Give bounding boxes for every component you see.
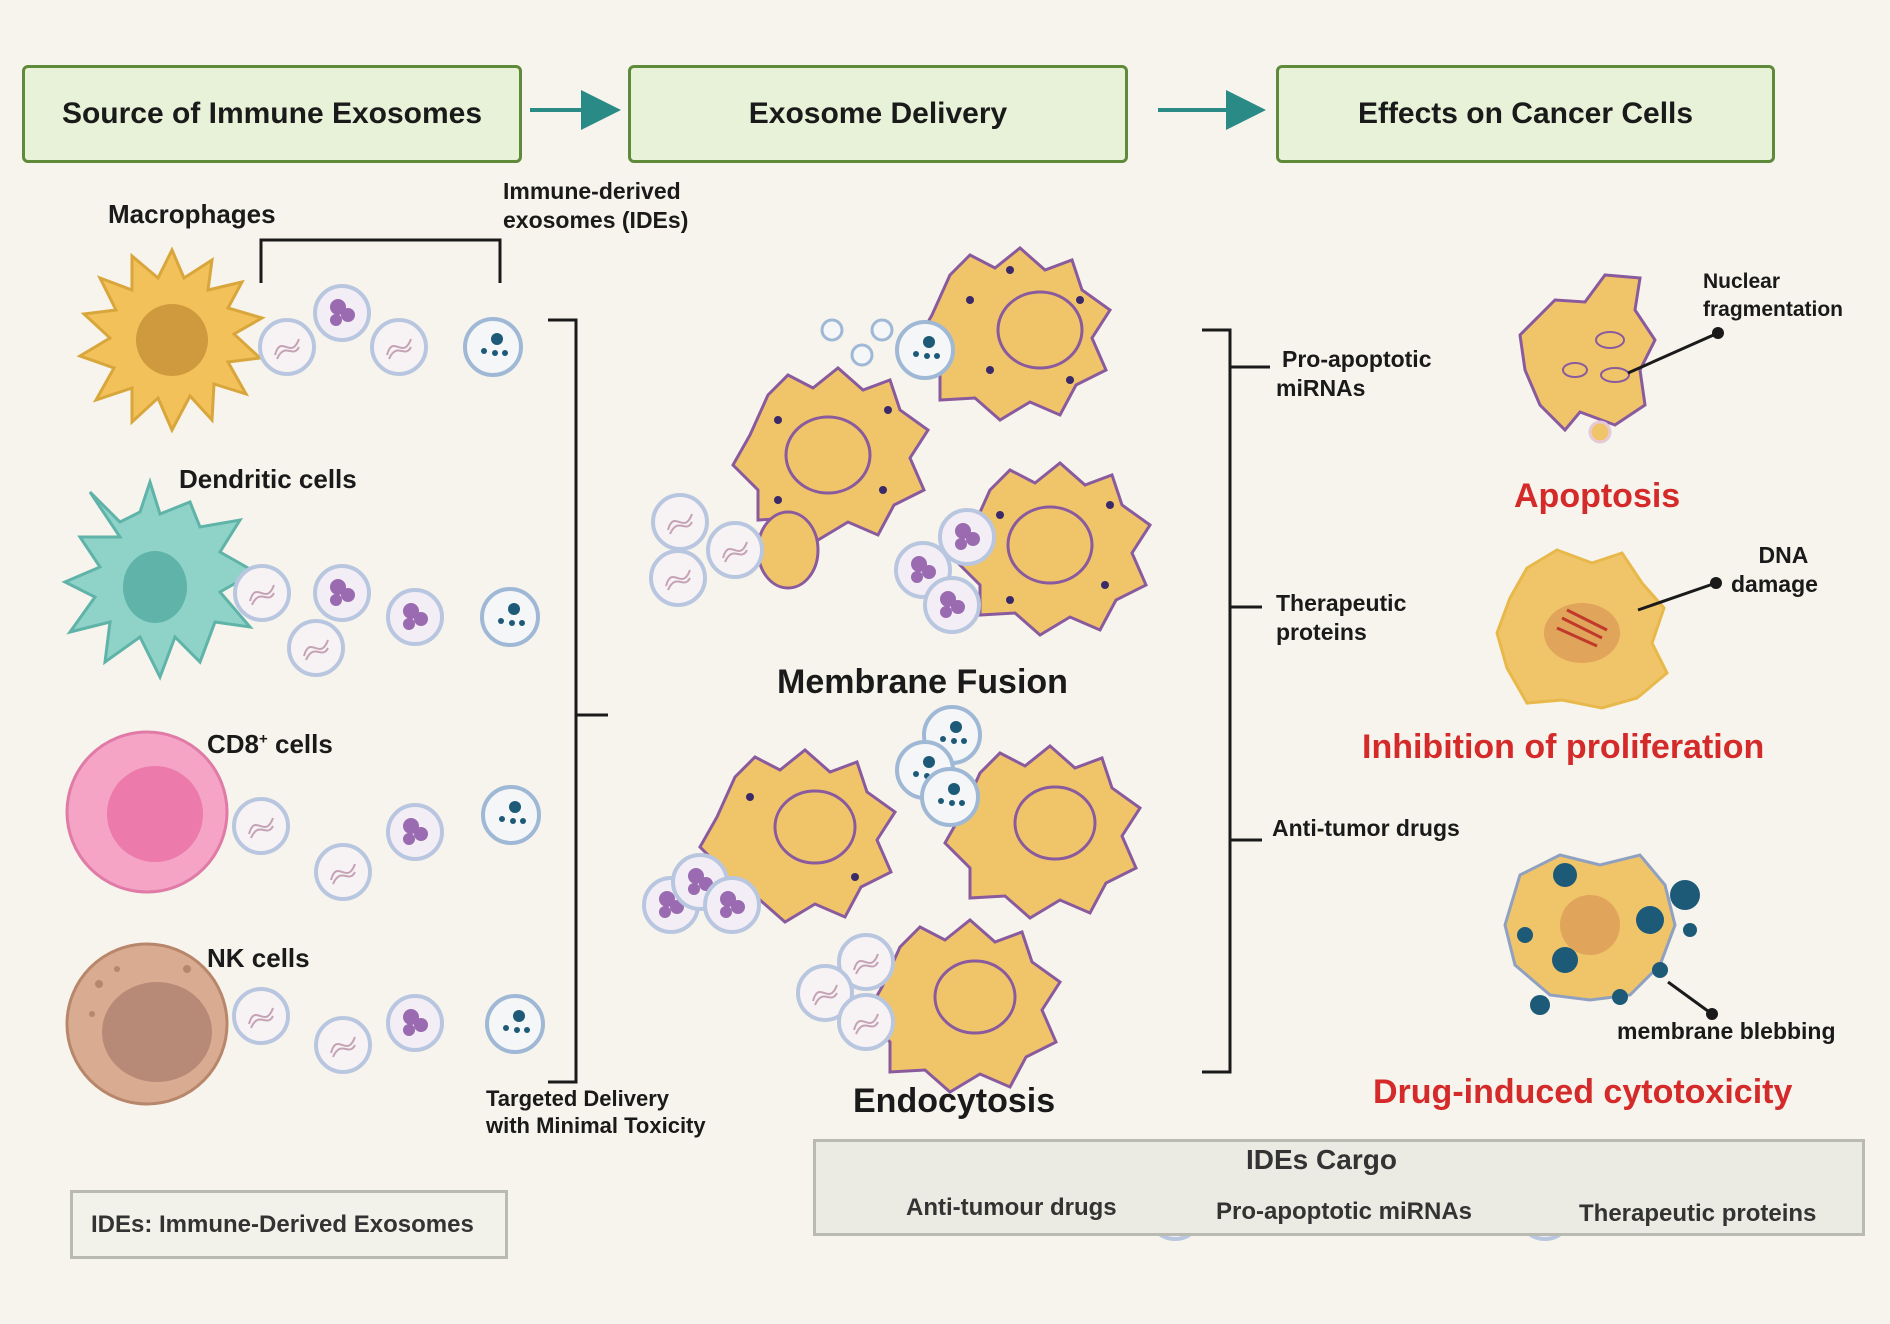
header-source: Source of Immune Exosomes [22,65,522,163]
cancer-cell-icon [943,744,1143,920]
cd8-label-rest: cells [267,729,333,759]
targeted-line2: with Minimal Toxicity [486,1113,706,1138]
cd8-label: CD8+ cells [207,729,333,760]
header-effects-label: Effects on Cancer Cells [1357,97,1694,130]
nk-cell-icon [65,942,229,1106]
cancer-cell-icon [953,461,1153,637]
cancer-cell-icon [1518,273,1657,444]
proteins-line2: proteins [1276,619,1367,645]
cytotoxicity-label: Drug-induced cytotoxicity [1373,1073,1793,1111]
legend-proteins-label: Therapeutic proteins [1579,1200,1817,1227]
cd8-label-main: CD8 [207,729,260,759]
mirna-line1: Pro-apoptotic [1282,346,1432,372]
nk-label: NK cells [207,943,310,973]
legend-mirna-label: Pro-apoptotic miRNAs [1216,1198,1473,1225]
nuclear-fragmentation-label: Nuclear fragmentation [1703,268,1843,324]
nuclear-line2: fragmentation [1703,298,1844,321]
header-source-label: Source of Immune Exosomes [61,97,483,130]
drugs-branch-label: Anti-tumor drugs [1272,815,1460,841]
cancer-cell-icon [863,918,1063,1094]
proliferation-label: Inhibition of proliferation [1362,728,1765,766]
macrophage-icon [76,246,266,434]
cancer-cell-icon [731,366,931,542]
legend-title: IDEs Cargo [1246,1144,1397,1175]
apoptosis-label: Apoptosis [1514,477,1681,515]
dendritic-cell-icon [61,477,259,681]
mirna-branch-label: Pro-apoptotic miRNAs [1276,345,1432,403]
mirna-line2: miRNAs [1276,375,1366,401]
ide-label: Immune-derived exosomes (IDEs) [503,177,688,235]
ide-label-line2: exosomes (IDEs) [503,207,689,233]
blebbing-label: membrane blebbing [1617,1018,1836,1044]
targeted-line1: Targeted Delivery [486,1086,670,1111]
nuclear-line1: Nuclear [1703,270,1781,293]
proteins-branch-label: Therapeutic proteins [1276,589,1406,647]
dna-line1: DNA [1758,542,1809,568]
dna-line2: damage [1731,571,1818,597]
bracket-icon [1202,328,1270,1074]
abbreviation-box: IDEs: Immune-Derived Exosomes [70,1190,508,1259]
abbreviation-text: IDEs: Immune-Derived Exosomes [91,1210,474,1238]
endocytosis-label: Endocytosis [853,1082,1056,1120]
header-effects: Effects on Cancer Cells [1276,65,1775,163]
ide-label-line1: Immune-derived [503,178,681,204]
bracket-icon [259,238,502,283]
macrophages-label: Macrophages [108,199,276,229]
membrane-fusion-label: Membrane Fusion [777,663,1068,701]
cancer-cell-icon [1495,548,1669,710]
dna-damage-label: DNA damage [1731,541,1818,599]
proteins-line1: Therapeutic [1276,590,1407,616]
targeted-delivery-label: Targeted Delivery with Minimal Toxicity [486,1085,706,1139]
dendritic-label: Dendritic cells [179,464,357,494]
legend-drugs-label: Anti-tumour drugs [906,1194,1117,1221]
cd8-label-sup: + [259,730,268,748]
cancer-cell-icon [1503,853,1700,1015]
cd8-cell-icon [65,730,229,894]
bracket-icon [548,318,608,1084]
cargo-legend: IDEs Cargo Anti-tumour drugs Pro-apoptot… [813,1139,1865,1236]
header-delivery-label: Exosome Delivery [748,97,1008,130]
header-delivery: Exosome Delivery [628,65,1128,163]
